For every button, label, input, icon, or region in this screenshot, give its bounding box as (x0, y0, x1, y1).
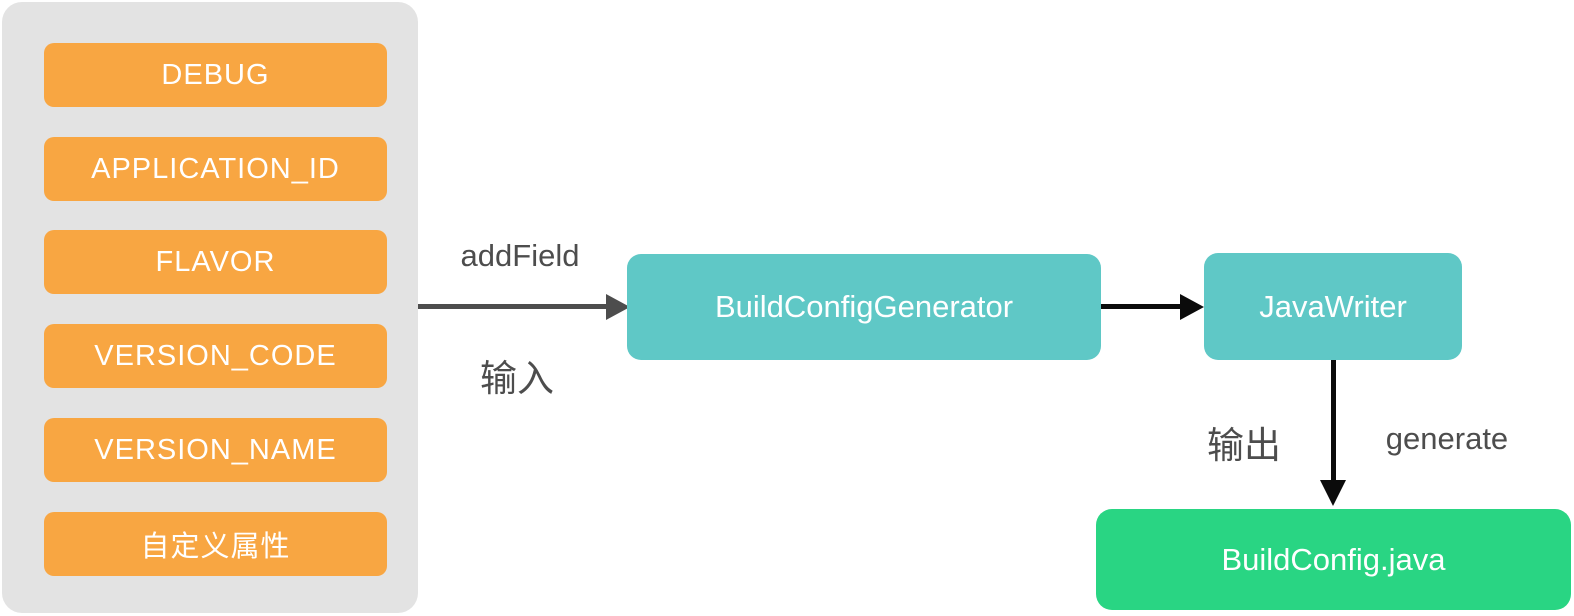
node-buildconfig-java: BuildConfig.java (1096, 509, 1571, 610)
writer-to-output-arrow-line (1331, 360, 1336, 481)
fields-panel: DEBUG APPLICATION_ID FLAVOR VERSION_CODE… (2, 2, 418, 613)
generator-to-writer-arrow-head-icon (1180, 294, 1204, 320)
writer-to-output-arrow-head-icon (1320, 480, 1346, 506)
generator-to-writer-arrow-line (1101, 304, 1182, 309)
field-box-flavor: FLAVOR (44, 230, 387, 294)
field-box-application-id: APPLICATION_ID (44, 137, 387, 201)
field-box-debug: DEBUG (44, 43, 387, 107)
node-buildconfiggenerator: BuildConfigGenerator (627, 254, 1101, 360)
input-arrow-label-shuru: 输入 (480, 358, 554, 399)
field-box-version-code: VERSION_CODE (44, 324, 387, 388)
input-arrow-label-addfield: addField (460, 238, 580, 273)
field-box-custom-attrs: 自定义属性 (44, 512, 387, 576)
input-arrow-line (418, 304, 608, 309)
input-arrow-head-icon (606, 294, 630, 320)
output-arrow-label-generate: generate (1385, 421, 1509, 456)
output-arrow-label-shuchu: 输出 (1207, 425, 1281, 466)
node-javawriter: JavaWriter (1204, 253, 1462, 360)
field-box-version-name: VERSION_NAME (44, 418, 387, 482)
